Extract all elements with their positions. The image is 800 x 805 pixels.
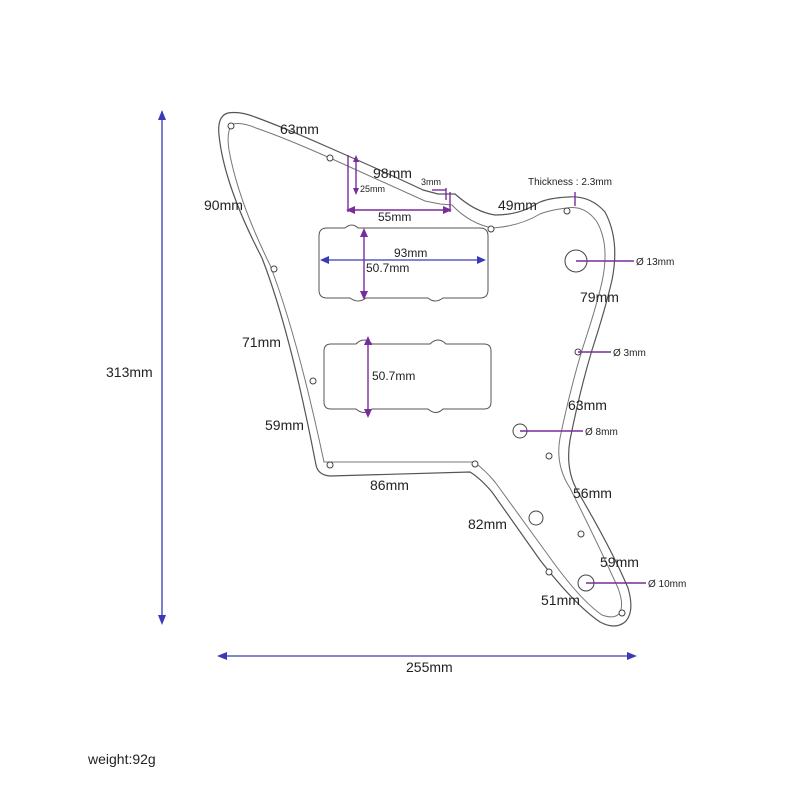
- edge-label-tail-right: 59mm: [600, 554, 639, 570]
- screw-holes: [227, 122, 626, 617]
- cutout-width-label: 55mm: [378, 210, 411, 224]
- width-dimension: [217, 652, 637, 660]
- screw-hole: [577, 530, 585, 538]
- edge-label-tail-bottom: 51mm: [541, 592, 580, 608]
- neck-length-label: 93mm: [394, 246, 427, 260]
- weight-label: weight:92g: [87, 751, 156, 767]
- neck-width-dimension: [360, 228, 368, 300]
- thickness-label: Thickness : 2.3mm: [528, 177, 612, 188]
- screw-hole: [471, 460, 479, 468]
- height-dimension: [158, 110, 166, 625]
- edge-label-lower-diag: 82mm: [468, 516, 507, 532]
- edge-label-right-middle: 63mm: [568, 397, 607, 413]
- bridge-width-label: 50.7mm: [372, 369, 415, 383]
- cutout-depth-label: 25mm: [360, 184, 385, 194]
- edge-label-top-left: 63mm: [280, 121, 319, 137]
- edge-label-left-lower: 59mm: [265, 417, 304, 433]
- bridge-width-dimension: [364, 336, 372, 418]
- edge-label-bottom: 86mm: [370, 477, 409, 493]
- screw-hole: [326, 154, 334, 162]
- screw-hole: [270, 265, 278, 273]
- switch-hole: [528, 510, 544, 526]
- hole-8mm-label: Ø 8mm: [585, 427, 618, 438]
- height-label: 313mm: [106, 364, 153, 380]
- screw-hole: [563, 207, 571, 215]
- cutout-dimensions: [346, 155, 452, 214]
- screw-hole: [309, 377, 317, 385]
- edge-label-right-lower: 56mm: [573, 485, 612, 501]
- pickguard-bevel-line: [227, 123, 623, 618]
- screw-hole: [227, 122, 235, 130]
- edge-label-left-upper: 90mm: [204, 197, 243, 213]
- screw-hole: [545, 452, 553, 460]
- edge-label-top-step: 98mm: [373, 165, 412, 181]
- bridge-pickup-cutout: [323, 339, 492, 413]
- pickguard-outline: [218, 111, 632, 627]
- screw-hole: [487, 225, 495, 233]
- neck-length-dimension: [320, 256, 486, 264]
- neck-pickup-cutout: [318, 224, 489, 302]
- hole-13mm-label: Ø 13mm: [636, 257, 674, 268]
- screw-hole: [618, 609, 626, 617]
- neck-width-label: 50.7mm: [366, 261, 409, 275]
- edge-label-right-upper: 79mm: [580, 289, 619, 305]
- edge-label-left-middle: 71mm: [242, 334, 281, 350]
- screw-hole: [545, 568, 553, 576]
- edge-label-top-right: 49mm: [498, 197, 537, 213]
- hole-10mm-label: Ø 10mm: [648, 579, 686, 590]
- width-label: 255mm: [406, 659, 453, 675]
- hole-3mm-label: Ø 3mm: [613, 348, 646, 359]
- cutout-notch-label: 3mm: [421, 177, 441, 187]
- screw-hole: [326, 461, 334, 469]
